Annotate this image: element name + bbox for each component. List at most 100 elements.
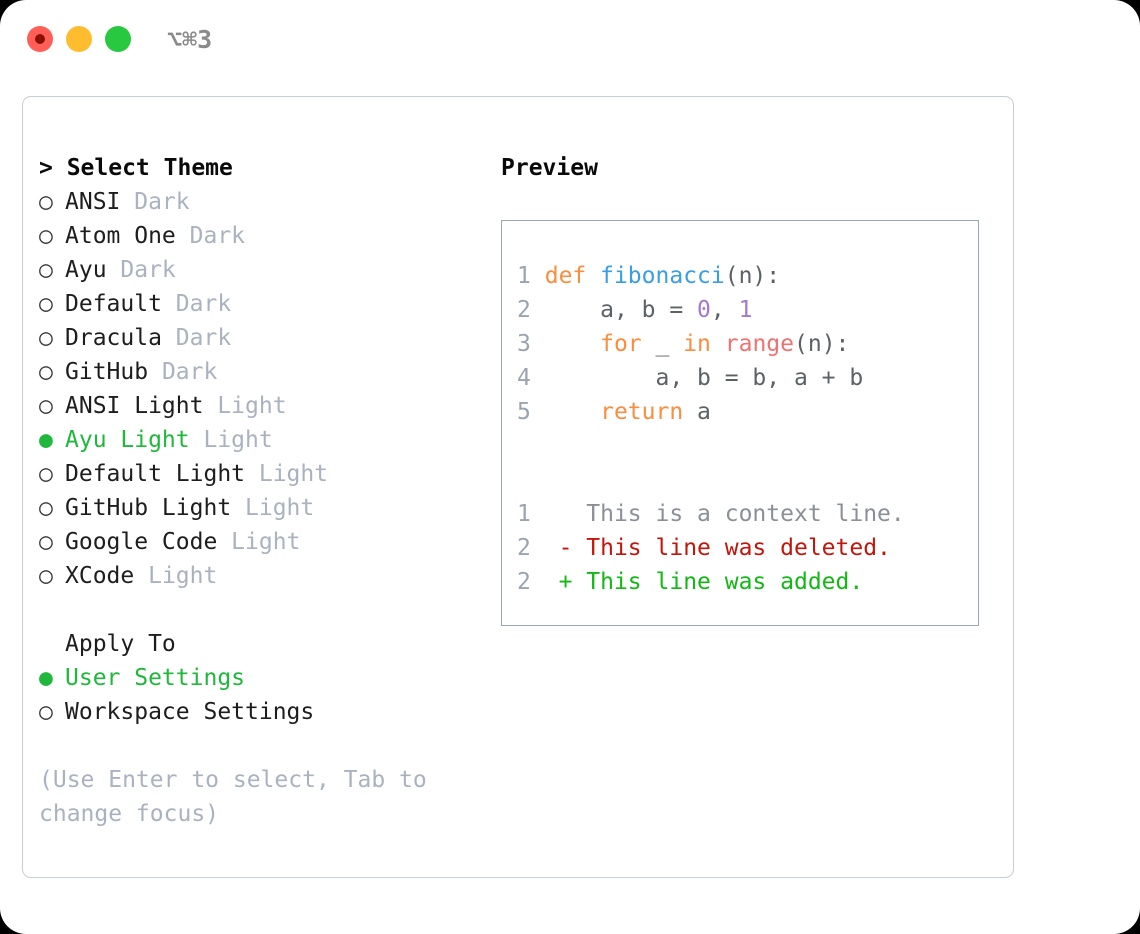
preview-title: Preview bbox=[501, 155, 598, 181]
theme-name: Atom One bbox=[65, 223, 176, 249]
theme-list-item[interactable]: ○ Atom One Dark bbox=[39, 219, 479, 253]
maximize-button[interactable] bbox=[105, 26, 131, 52]
radio-unselected-icon[interactable]: ○ bbox=[39, 257, 53, 283]
theme-variant-badge: Dark bbox=[161, 291, 232, 317]
line-number: 3 bbox=[517, 331, 531, 357]
theme-variant-badge: Dark bbox=[161, 325, 232, 351]
line-number: 1 bbox=[517, 263, 531, 289]
apply-to-item[interactable]: ● User Settings bbox=[39, 661, 479, 695]
gutter-space bbox=[531, 263, 545, 289]
theme-variant-badge: Dark bbox=[148, 359, 218, 385]
line-number: 2 bbox=[517, 297, 531, 323]
title-bar: ⌥⌘3 bbox=[0, 0, 1140, 78]
gutter-space bbox=[531, 365, 545, 391]
code-token: range bbox=[724, 331, 795, 357]
theme-name: GitHub bbox=[65, 359, 149, 385]
theme-variant-badge: Light bbox=[245, 461, 329, 487]
minimize-button[interactable] bbox=[66, 26, 92, 52]
theme-variant-badge: Light bbox=[231, 495, 315, 521]
theme-name: Google Code bbox=[65, 529, 218, 555]
theme-list: ○ANSI Dark○Atom One Dark○Ayu Dark○Defaul… bbox=[39, 185, 479, 593]
close-button[interactable] bbox=[27, 26, 53, 52]
theme-name: GitHub Light bbox=[65, 495, 232, 521]
theme-name: Ayu bbox=[65, 257, 107, 283]
theme-name: XCode bbox=[65, 563, 135, 589]
theme-list-item[interactable]: ○ GitHub Dark bbox=[39, 355, 479, 389]
code-token: def bbox=[544, 263, 601, 289]
line-number: 2 bbox=[517, 569, 531, 595]
theme-name: Default Light bbox=[65, 461, 246, 487]
gutter-space bbox=[531, 399, 545, 425]
theme-variant-badge: Light bbox=[134, 563, 218, 589]
code-token: a, b = bbox=[544, 297, 698, 323]
theme-list-item[interactable]: ○ Default Light Light bbox=[39, 457, 479, 491]
gutter-space bbox=[531, 501, 559, 527]
theme-variant-badge: Light bbox=[189, 427, 273, 453]
code-token: in bbox=[683, 331, 711, 357]
theme-variant-badge: Dark bbox=[175, 223, 246, 249]
radio-unselected-icon[interactable]: ○ bbox=[39, 325, 53, 351]
theme-list-item[interactable]: ○ANSI Dark bbox=[39, 185, 479, 219]
line-number: 1 bbox=[517, 501, 531, 527]
code-line: 1 def fibonacci(n): bbox=[517, 259, 905, 293]
apply-to-label: Workspace Settings bbox=[65, 699, 315, 725]
theme-selection-column: > Select Theme ○ANSI Dark○Atom One Dark○… bbox=[39, 151, 479, 831]
code-token bbox=[545, 399, 600, 425]
preview-column: Preview 1 def fibonacci(n):2 a, b = 0, 1… bbox=[501, 151, 1001, 626]
theme-variant-badge: Light bbox=[203, 393, 287, 419]
theme-name: Default bbox=[65, 291, 162, 317]
diff-text: This line was added. bbox=[572, 569, 864, 595]
diff-text: This is a context line. bbox=[572, 501, 905, 527]
diff-text: This line was deleted. bbox=[572, 535, 891, 561]
radio-unselected-icon[interactable]: ○ bbox=[39, 393, 53, 419]
apply-to-label: User Settings bbox=[65, 665, 246, 691]
diff-line: 1 This is a context line. bbox=[517, 497, 905, 531]
code-spacer bbox=[517, 463, 905, 497]
radio-unselected-icon[interactable]: ○ bbox=[39, 223, 53, 249]
diff-line: 2 + This line was added. bbox=[517, 565, 905, 599]
line-number: 4 bbox=[517, 365, 531, 391]
theme-list-item[interactable]: ○Dracula Dark bbox=[39, 321, 479, 355]
apply-to-header: Apply To bbox=[39, 627, 479, 661]
theme-list-item[interactable]: ○ Google Code Light bbox=[39, 525, 479, 559]
radio-selected-icon[interactable]: ● bbox=[39, 665, 53, 691]
radio-unselected-icon[interactable]: ○ bbox=[39, 495, 53, 521]
line-number: 5 bbox=[517, 399, 531, 425]
gutter-space bbox=[531, 535, 559, 561]
code-token: (n): bbox=[724, 263, 781, 289]
theme-variant-badge: Dark bbox=[106, 257, 176, 283]
select-theme-header: > Select Theme bbox=[39, 155, 233, 181]
radio-unselected-icon[interactable]: ○ bbox=[39, 189, 53, 215]
code-token: fibonacci bbox=[600, 263, 725, 289]
keyboard-hint-text: (Use Enter to select, Tab to change focu… bbox=[39, 767, 441, 827]
gutter-space bbox=[531, 569, 559, 595]
theme-list-item[interactable]: ○ Default Dark bbox=[39, 287, 479, 321]
code-token: _ bbox=[641, 331, 684, 357]
theme-variant-badge: Light bbox=[217, 529, 301, 555]
gutter-space bbox=[531, 331, 545, 357]
radio-selected-icon[interactable]: ● bbox=[39, 427, 53, 453]
theme-list-item[interactable]: ● Ayu Light Light bbox=[39, 423, 479, 457]
theme-list-item[interactable]: ○ Ayu Dark bbox=[39, 253, 479, 287]
radio-unselected-icon[interactable]: ○ bbox=[39, 529, 53, 555]
radio-unselected-icon[interactable]: ○ bbox=[39, 359, 53, 385]
code-token bbox=[711, 331, 725, 357]
radio-unselected-icon[interactable]: ○ bbox=[39, 699, 53, 725]
theme-list-item[interactable]: ○ XCode Light bbox=[39, 559, 479, 593]
code-line: 5 return a bbox=[517, 395, 905, 429]
radio-unselected-icon[interactable]: ○ bbox=[39, 461, 53, 487]
theme-name: Ayu Light bbox=[65, 427, 190, 453]
code-token: for bbox=[600, 331, 642, 357]
apply-to-item[interactable]: ○ Workspace Settings bbox=[39, 695, 479, 729]
code-line: 3 for _ in range(n): bbox=[517, 327, 905, 361]
theme-list-item[interactable]: ○ GitHub Light Light bbox=[39, 491, 479, 525]
radio-unselected-icon[interactable]: ○ bbox=[39, 563, 53, 589]
diff-marker: - bbox=[558, 535, 573, 561]
apply-to-header-indent bbox=[39, 627, 65, 661]
theme-variant-badge: Dark bbox=[120, 189, 190, 215]
radio-unselected-icon[interactable]: ○ bbox=[39, 291, 53, 317]
apply-to-list: ● User Settings ○ Workspace Settings bbox=[39, 661, 479, 729]
theme-list-item[interactable]: ○ANSI Light Light bbox=[39, 389, 479, 423]
